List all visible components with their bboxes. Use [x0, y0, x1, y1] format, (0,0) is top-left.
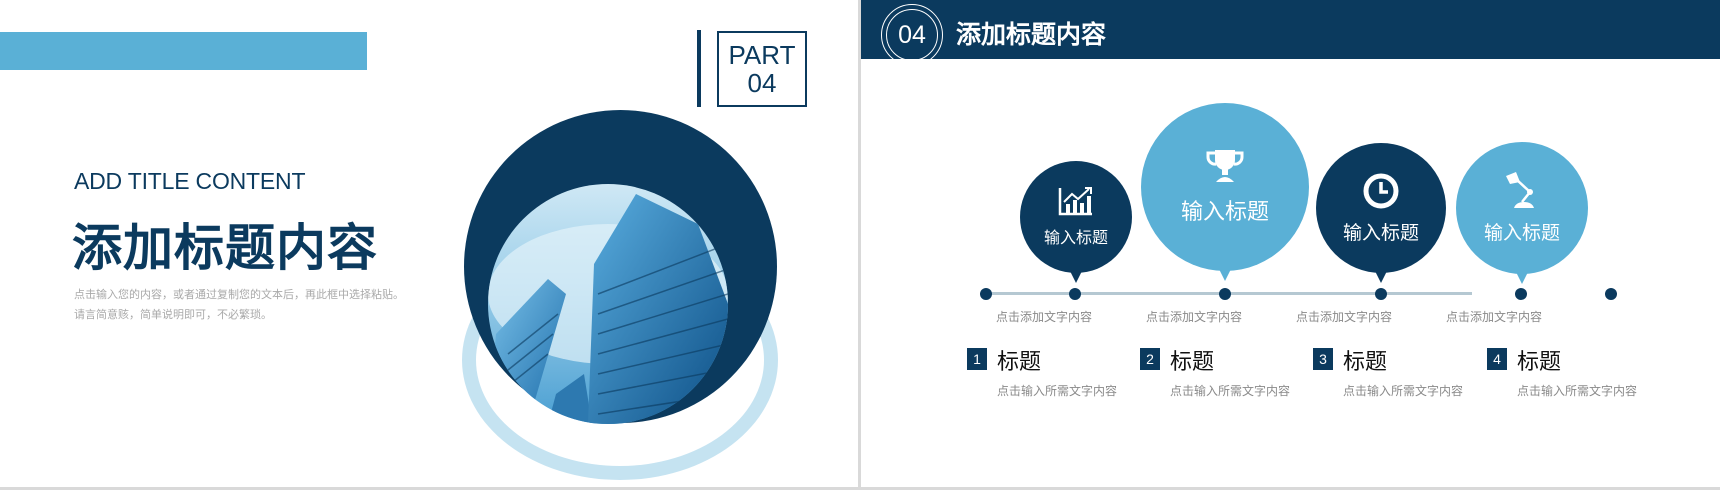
building-photo: [488, 184, 728, 424]
clock-icon: [1363, 173, 1399, 208]
item-description: 点击输入所需文字内容: [1170, 384, 1291, 398]
timeline-caption: 点击添加文字内容: [1445, 310, 1543, 324]
bubble-pointer: [1516, 272, 1528, 284]
vertical-rule: [697, 30, 701, 107]
item-description: 点击输入所需文字内容: [997, 384, 1118, 398]
bubble-label: 输入标题: [1043, 228, 1108, 247]
chinese-title: 添加标题内容: [72, 219, 378, 277]
part-label-box: PART 04: [717, 31, 807, 107]
item-description: 点击输入所需文字内容: [1517, 384, 1638, 398]
section-header: 04 添加标题内容: [861, 0, 1720, 66]
description-line: 点击输入您的内容，或者通过复制您的文本后，再此框中选择粘贴。: [74, 288, 404, 301]
english-title: ADD TITLE CONTENT: [74, 168, 306, 194]
item-description: 点击输入所需文字内容: [1343, 384, 1464, 398]
bubble-1[interactable]: 输入标题: [1020, 161, 1132, 283]
item-title: 标题: [1170, 350, 1215, 375]
part-label: PART: [728, 40, 796, 70]
item-number-badge: 4: [1487, 348, 1507, 370]
bottom-border: [0, 487, 1720, 490]
timeline-dot[interactable]: [1515, 288, 1527, 300]
badge-ring: [881, 4, 943, 66]
item-title: 标题: [997, 350, 1042, 375]
bubble-4[interactable]: 输入标题: [1456, 142, 1588, 284]
slide-timeline[interactable]: 04 添加标题内容 输入标题 输入标题 输入标题: [861, 0, 1720, 488]
bubble-2[interactable]: 输入标题: [1141, 103, 1309, 281]
item-number-badge: 3: [1313, 348, 1333, 370]
item-number-badge: 1: [967, 348, 987, 370]
item-title: 标题: [1343, 350, 1388, 375]
item-title: 标题: [1517, 350, 1562, 375]
accent-bar: [0, 32, 367, 70]
timeline-caption: 点击添加文字内容: [1145, 310, 1243, 324]
bubble-pointer: [1219, 269, 1231, 281]
bubble-label: 输入标题: [1342, 221, 1419, 244]
part-number: 04: [747, 68, 777, 98]
timeline-dot[interactable]: [1069, 288, 1081, 300]
bubble-pointer: [1375, 271, 1387, 283]
chart-icon: [1058, 187, 1092, 216]
item-number-badge: 2: [1140, 348, 1160, 370]
bubble-label: 输入标题: [1483, 221, 1560, 244]
timeline-caption: 点击添加文字内容: [1295, 310, 1393, 324]
bubble-label: 输入标题: [1180, 200, 1269, 225]
trophy-icon: [1206, 150, 1244, 182]
section-title: 添加标题内容: [956, 20, 1107, 49]
timeline-end-dot: [1605, 288, 1617, 300]
description-line: 请言简意赅，简单说明即可，不必繁琐。: [74, 308, 272, 321]
lamp-icon: [1506, 171, 1534, 208]
timeline-caption: 点击添加文字内容: [995, 310, 1093, 324]
description: 点击输入您的内容，或者通过复制您的文本后，再此框中选择粘贴。 请言简意赅，简单说…: [74, 285, 404, 325]
bubble-3[interactable]: 输入标题: [1316, 143, 1446, 283]
timeline-dot[interactable]: [1219, 288, 1231, 300]
slide-divider: [858, 0, 861, 490]
timeline-start-dot: [980, 288, 992, 300]
skyscraper-illustration-icon: [488, 194, 728, 424]
slide-part-cover[interactable]: PART 04 ADD TITLE CONTENT 添加标题内容 点击输入您的内…: [0, 0, 858, 488]
section-number-badge: 04: [886, 9, 938, 61]
bubble-pointer: [1070, 271, 1082, 283]
timeline-dot[interactable]: [1375, 288, 1387, 300]
